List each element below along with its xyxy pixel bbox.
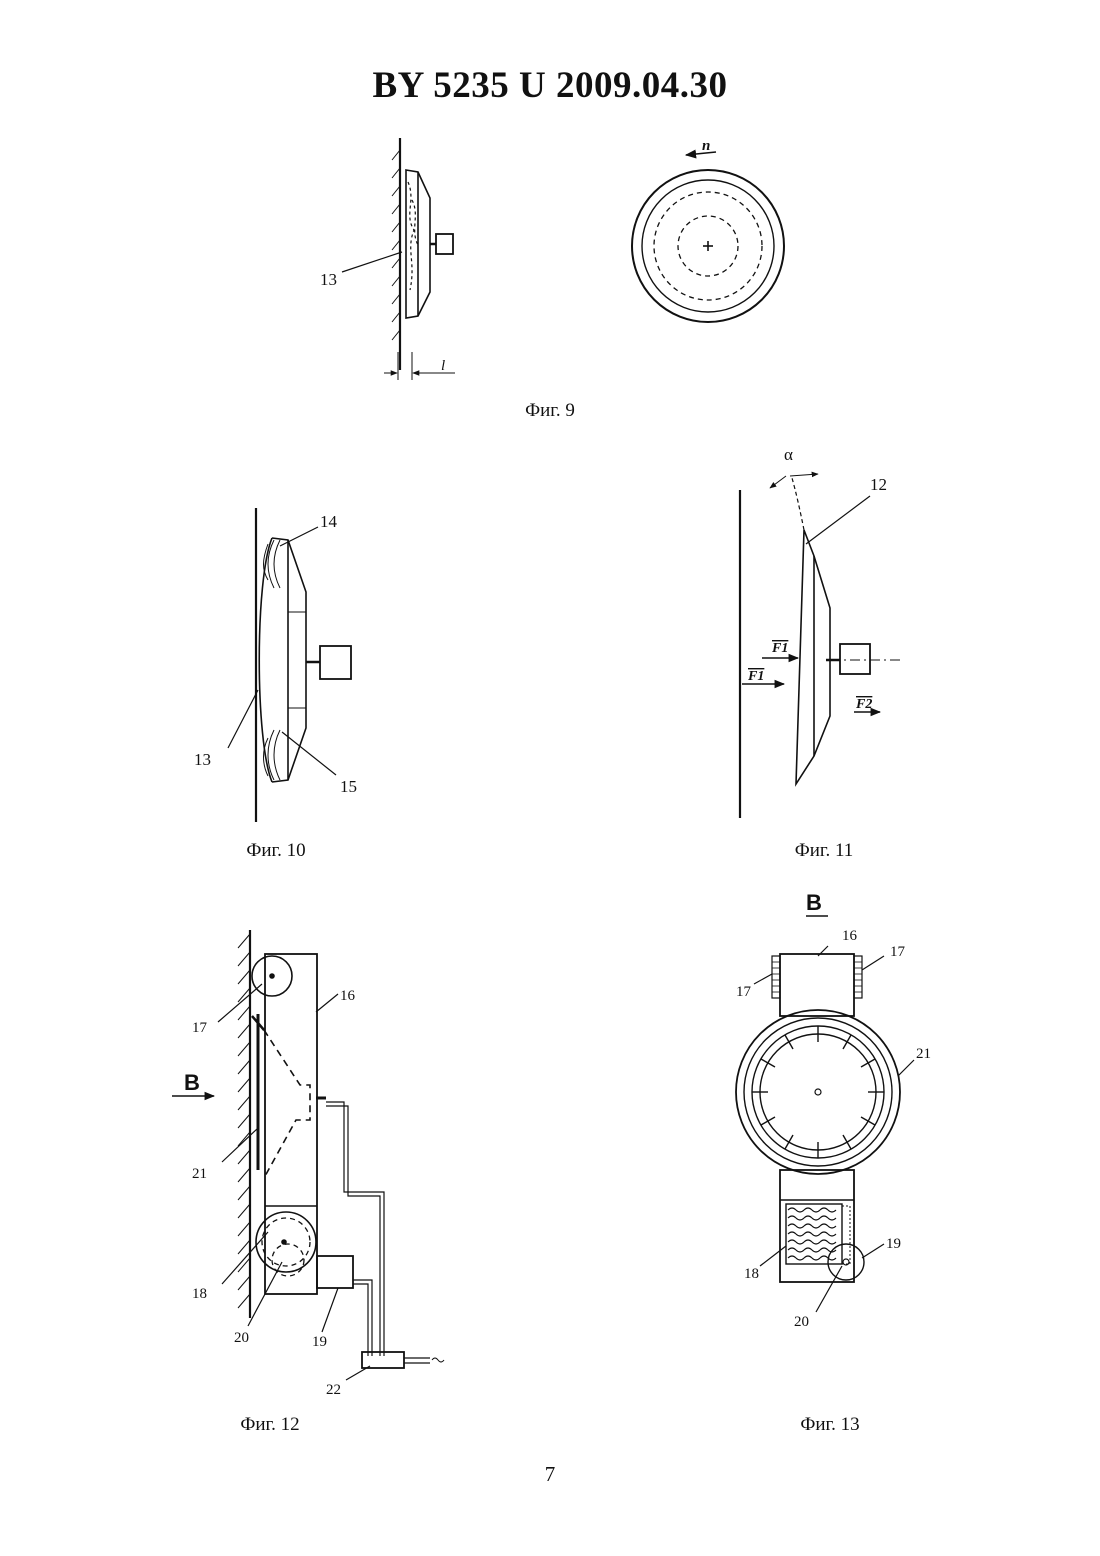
fig13-label-19: 19	[886, 1236, 901, 1252]
fig11-label-alpha: α	[784, 445, 793, 464]
fig9-label-13: 13	[320, 270, 337, 289]
fig9-label-l: l	[441, 358, 445, 374]
fig12-label-22: 22	[326, 1382, 341, 1398]
fig12-caption: Фиг. 12	[190, 1414, 350, 1436]
fig13-label-18: 18	[744, 1266, 759, 1282]
fig11-label-f2: F2	[855, 697, 872, 712]
figure-13	[736, 916, 914, 1312]
fig12-label-17: 17	[192, 1020, 208, 1036]
fig12-label-21: 21	[192, 1166, 207, 1182]
fig12-label-16: 16	[340, 988, 356, 1004]
wall-hatching	[392, 150, 400, 340]
fig11-label-f1-top: F1	[771, 641, 788, 656]
fig11-label-f1-bottom: F1	[747, 669, 764, 684]
figure-10	[228, 508, 351, 822]
fig13-caption: Фиг. 13	[750, 1414, 910, 1436]
fig12-label-18: 18	[192, 1286, 207, 1302]
fig10-label-15: 15	[340, 777, 357, 796]
fig12-view-b: B	[184, 1070, 200, 1095]
fig11-label-12: 12	[870, 475, 887, 494]
fig9-caption: Фиг. 9	[470, 400, 630, 422]
fig11-caption: Фиг. 11	[744, 840, 904, 862]
fig13-view-b: B	[806, 890, 822, 915]
fig13-label-17-right: 17	[890, 944, 906, 960]
fig9-label-n: n	[702, 138, 710, 154]
figure-11	[740, 474, 904, 818]
figure-9	[342, 138, 784, 380]
fig10-caption: Фиг. 10	[196, 840, 356, 862]
fig12-label-20: 20	[234, 1330, 249, 1346]
figure-12	[172, 930, 444, 1380]
brush-roller-texture	[788, 1208, 836, 1260]
wall-hatching	[238, 934, 250, 1308]
fig13-label-20: 20	[794, 1314, 809, 1330]
fig13-label-21: 21	[916, 1046, 931, 1062]
fig10-label-13: 13	[194, 750, 211, 769]
fig10-label-14: 14	[320, 512, 338, 531]
fig12-label-19: 19	[312, 1334, 327, 1350]
fig13-label-17-left: 17	[736, 984, 752, 1000]
page-number: 7	[0, 1462, 1100, 1487]
fig13-label-16: 16	[842, 928, 858, 944]
